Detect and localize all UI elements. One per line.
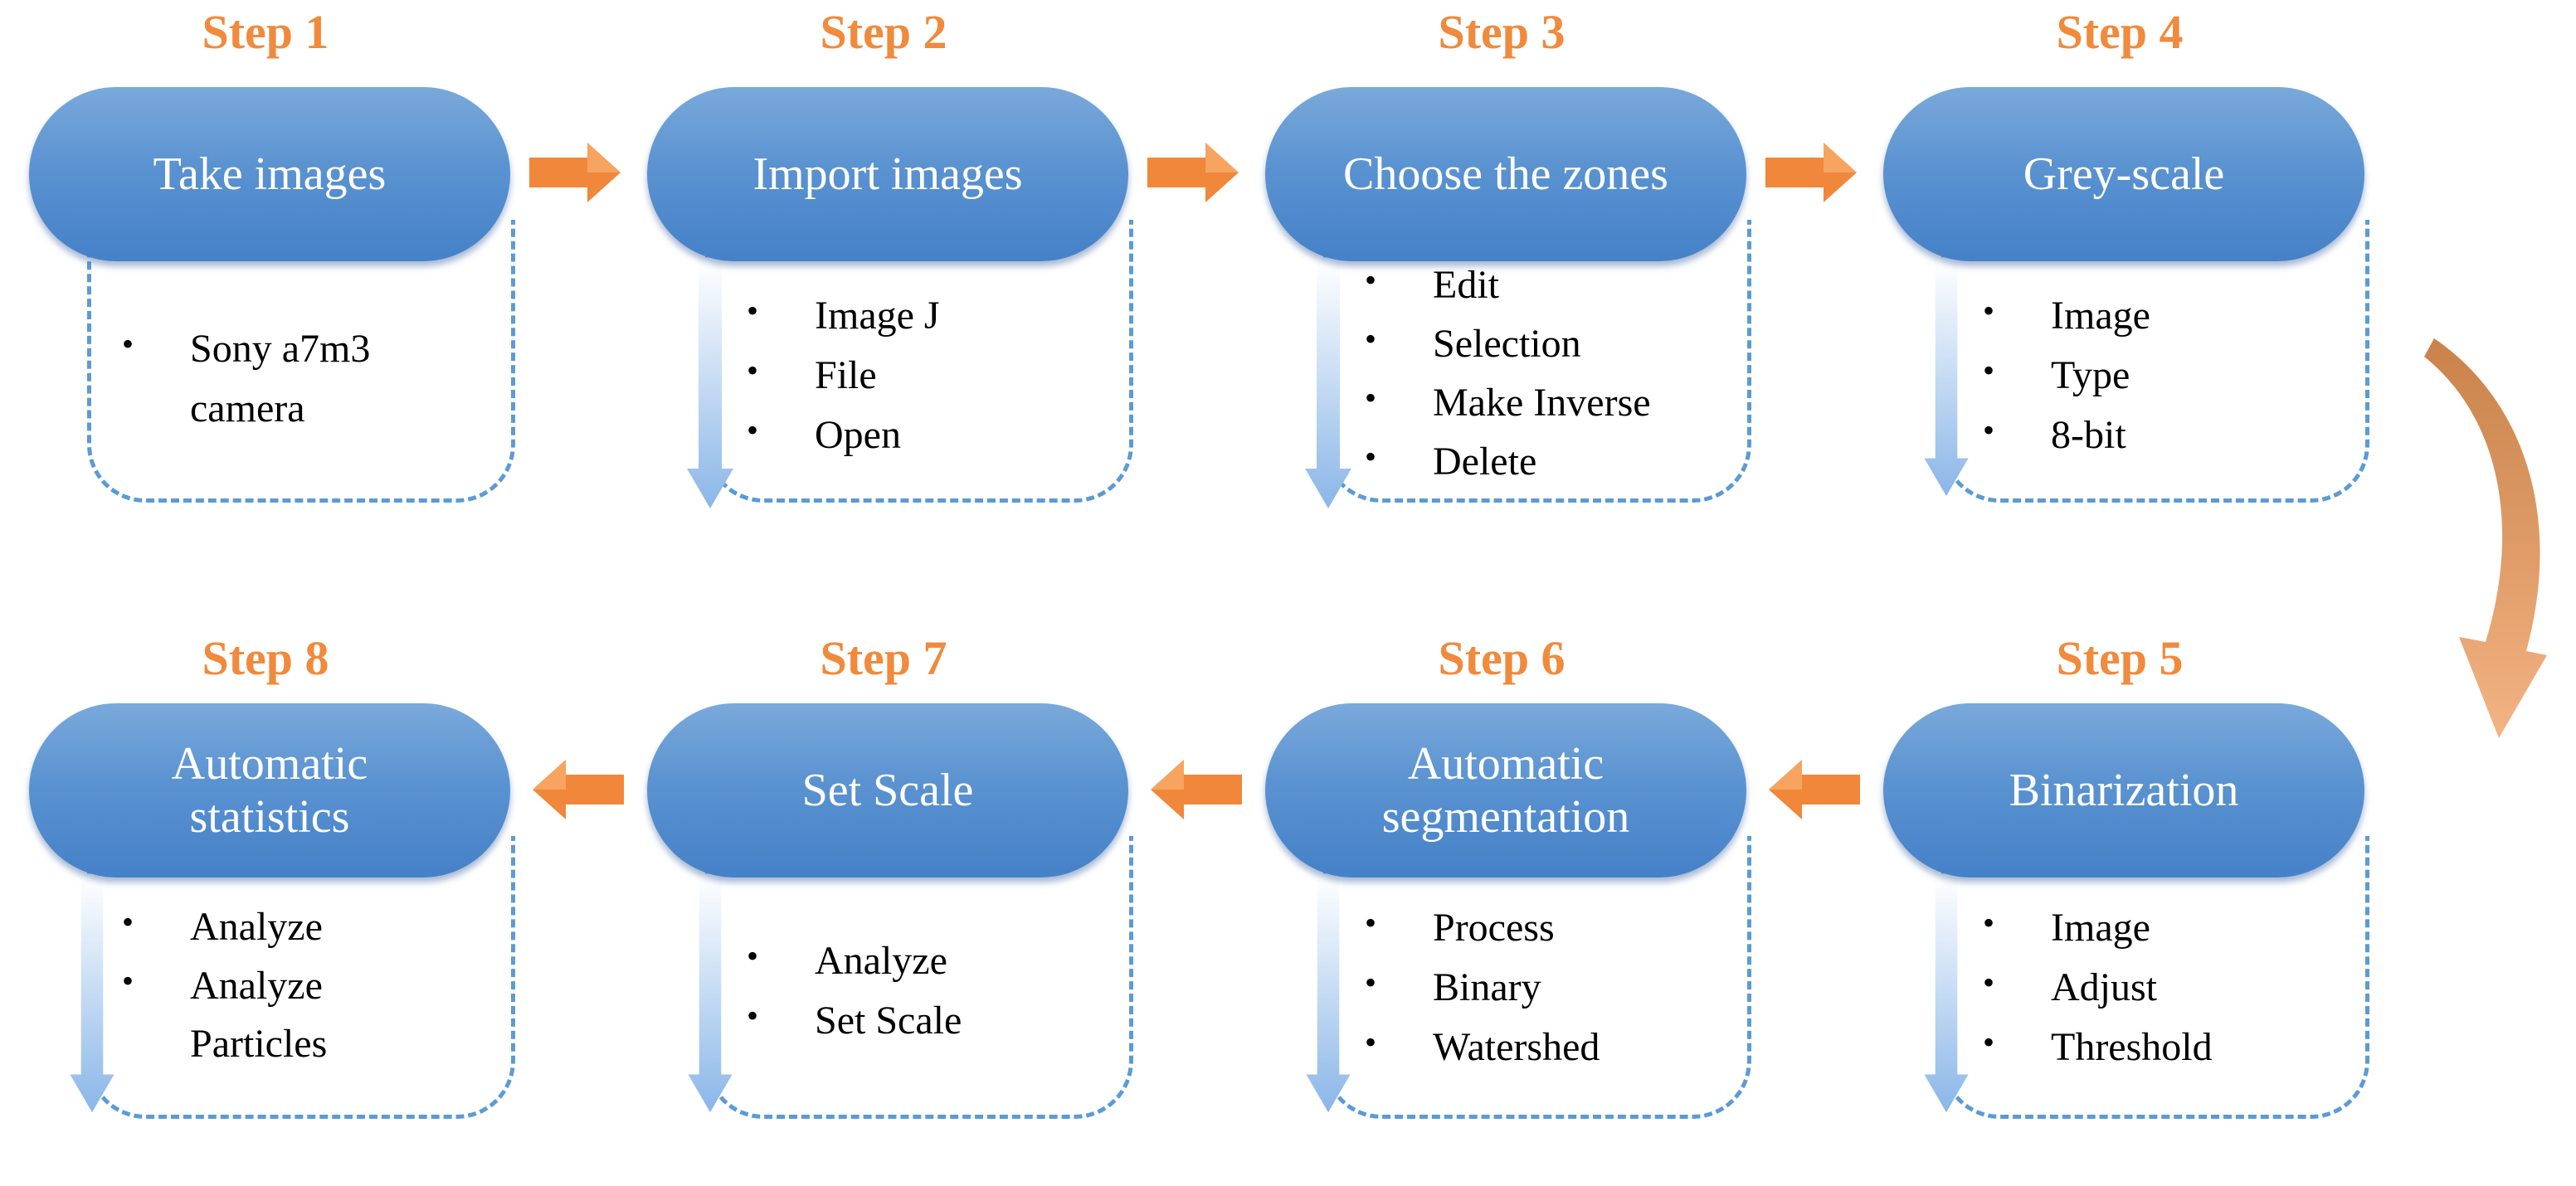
arrow-down-icon	[1305, 261, 1351, 508]
list-item: •Analyze	[122, 903, 323, 949]
step-6-title: Automatic segmentation	[1381, 737, 1630, 843]
arrow-left-icon	[1769, 760, 1860, 819]
step-8-title-box: Automatic statistics	[29, 703, 510, 877]
step-1-label: Step 1	[202, 5, 329, 59]
list-item-text: Threshold	[2051, 1025, 2213, 1069]
list-item: •Delete	[1365, 438, 1537, 484]
list-item: •Make Inverse	[1365, 379, 1651, 425]
step-1-detail-box	[87, 220, 515, 503]
step-5-label: Step 5	[2056, 631, 2184, 685]
step-4-title-box: Grey-scale	[1883, 87, 2364, 261]
list-item-text: Set Scale	[815, 999, 962, 1043]
step-1-list: •Sony a7m3 camera	[122, 319, 479, 439]
step-3-card: Choose the zones •Edit •Selection •Make …	[1265, 87, 1751, 552]
arrow-down-icon	[1924, 261, 1969, 497]
list-item: •Analyze Particles	[122, 957, 470, 1074]
step-3-label: Step 3	[1438, 5, 1566, 59]
step-6-title-box: Automatic segmentation	[1265, 703, 1746, 877]
step-2-card: Import images •Image J •File •Open	[647, 87, 1133, 552]
list-item: •Binary	[1365, 964, 1541, 1009]
step-1-title-box: Take images	[29, 87, 510, 261]
list-item: •8-bit	[1983, 411, 2126, 457]
step-4-card: Grey-scale •Image •Type •8-bit	[1883, 87, 2369, 552]
step-2-title-box: Import images	[647, 87, 1128, 261]
step-8-label: Step 8	[202, 631, 329, 685]
step-1-title: Take images	[153, 148, 387, 200]
arrow-down-icon	[70, 877, 114, 1113]
list-item: •Type	[1983, 352, 2130, 397]
list-item-text: Image	[2051, 906, 2150, 950]
step-5-title: Binarization	[2009, 764, 2239, 816]
step-7-card: Set Scale •Analyze •Set Scale	[647, 703, 1133, 1168]
step-3-title-box: Choose the zones	[1265, 87, 1746, 261]
arrow-right-icon	[529, 143, 621, 202]
list-item-text: Watershed	[1433, 1025, 1600, 1069]
arrow-down-icon	[687, 261, 733, 508]
list-item-text: File	[815, 353, 877, 397]
step-8-card: Automatic statistics •Analyze •Analyze P…	[29, 703, 515, 1168]
step-7-title-box: Set Scale	[647, 703, 1128, 877]
list-item-text: Image	[2051, 294, 2150, 338]
list-item-text: Delete	[1433, 440, 1537, 484]
step-3-list: •Edit •Selection •Make Inverse •Delete	[1365, 255, 1730, 491]
arrow-down-icon	[688, 877, 733, 1113]
step-2-list: •Image J •File •Open	[747, 286, 1095, 465]
list-item: •Adjust	[1983, 964, 2158, 1009]
step-6-label: Step 6	[1438, 631, 1566, 685]
list-item: •Threshold	[1983, 1023, 2213, 1069]
arrow-down-icon	[1924, 877, 1969, 1113]
list-item-text: Analyze	[190, 905, 323, 949]
list-item: •Edit	[1365, 261, 1499, 307]
step-5-card: Binarization •Image •Adjust •Threshold	[1883, 703, 2369, 1168]
list-item-text: Adjust	[2051, 965, 2158, 1009]
step-6-card: Automatic segmentation •Process •Binary …	[1265, 703, 1751, 1168]
step-7-title: Set Scale	[801, 764, 974, 816]
arrow-right-icon	[1147, 143, 1239, 202]
list-item: •Sony a7m3 camera	[122, 325, 371, 430]
step-2-title: Import images	[752, 148, 1023, 200]
list-item-text: Type	[2051, 353, 2130, 397]
step-4-label: Step 4	[2056, 5, 2184, 59]
list-item-text: Analyze Particles	[190, 963, 328, 1067]
step-4-title: Grey-scale	[2023, 148, 2225, 200]
step-1-card: Take images •Sony a7m3 camera	[29, 87, 515, 552]
step-4-list: •Image •Type •8-bit	[1983, 286, 2331, 465]
list-item-text: Make Inverse	[1433, 381, 1651, 425]
step-3-title: Choose the zones	[1343, 148, 1668, 200]
arrow-down-icon	[1306, 877, 1351, 1113]
step-7-label: Step 7	[820, 631, 947, 685]
list-item-text: Analyze	[815, 939, 947, 983]
list-item-text: Process	[1433, 906, 1555, 950]
list-item-text: Binary	[1433, 965, 1541, 1009]
list-item: •File	[747, 352, 877, 397]
list-item-text: Sony a7m3 camera	[190, 327, 371, 430]
arrow-left-icon	[533, 760, 624, 819]
step-5-list: •Image •Adjust •Threshold	[1983, 898, 2331, 1077]
list-item-text: Selection	[1433, 322, 1581, 367]
step-7-list: •Analyze •Set Scale	[747, 931, 1095, 1051]
step-6-list: •Process •Binary •Watershed	[1365, 898, 1713, 1077]
list-item: •Watershed	[1365, 1023, 1600, 1069]
list-item-text: Edit	[1433, 263, 1499, 307]
list-item: •Image	[1983, 292, 2150, 338]
step-2-label: Step 2	[820, 5, 947, 59]
list-item: •Process	[1365, 904, 1555, 950]
list-item-text: Open	[815, 413, 901, 457]
arrow-right-icon	[1765, 143, 1857, 202]
step-8-title: Automatic statistics	[171, 737, 368, 843]
list-item: •Open	[747, 411, 901, 457]
step-8-list: •Analyze •Analyze Particles	[122, 898, 470, 1074]
list-item-text: Image J	[815, 294, 940, 338]
curved-arrow-down-icon	[2424, 338, 2547, 738]
arrow-left-icon	[1151, 760, 1242, 819]
list-item: •Image J	[747, 292, 940, 338]
step-5-title-box: Binarization	[1883, 703, 2364, 877]
list-item-text: 8-bit	[2051, 413, 2126, 457]
list-item: •Set Scale	[747, 997, 962, 1043]
list-item: •Selection	[1365, 320, 1581, 367]
list-item: •Analyze	[747, 937, 947, 983]
list-item: •Image	[1983, 904, 2150, 950]
